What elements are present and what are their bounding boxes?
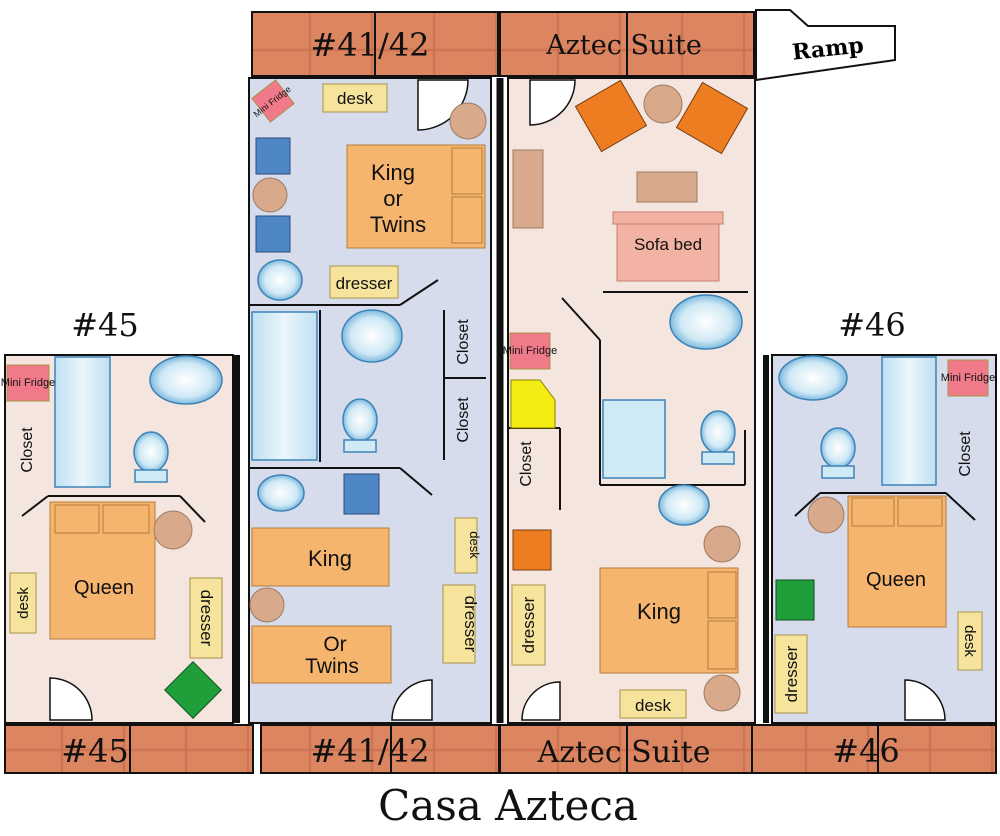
bed-label-king-or-twins-3: Twins xyxy=(370,212,426,237)
chair-green-2 xyxy=(775,579,815,621)
toilet-45 xyxy=(133,431,169,473)
chair-green-1 xyxy=(164,661,222,719)
tag-text-dresser-1: dresser xyxy=(336,274,393,293)
tag-dresser-1 xyxy=(329,265,399,299)
tag-text-fridge-4: Mini Fridge xyxy=(941,372,995,384)
chair-orange-1 xyxy=(574,79,648,153)
ramp: Ramp xyxy=(755,9,896,82)
sign-text-bottom-46: #46 xyxy=(832,732,900,770)
bath-fixtures xyxy=(54,259,937,526)
tag-desk-4 xyxy=(619,689,687,719)
chair-blue-3 xyxy=(343,473,380,515)
closet-wedge-aztec xyxy=(510,379,556,429)
chair-orange-2 xyxy=(675,81,749,155)
shower-4142 xyxy=(251,311,318,461)
beds xyxy=(49,144,947,684)
room-label-46: #46 xyxy=(838,306,906,344)
tag-fridge-4 xyxy=(947,359,989,397)
closet-label-2: Closet xyxy=(455,319,472,365)
tag-fridge-2 xyxy=(6,364,50,402)
tag-text-dresser-3: dresser xyxy=(197,590,216,647)
tag-text-dresser-2: dresser xyxy=(461,596,480,653)
bed-label-king-or-twins-2: or xyxy=(383,186,403,211)
sign-text-bottom-4142: #41/42 xyxy=(310,732,429,770)
door-46 xyxy=(904,679,946,721)
chairs xyxy=(164,79,815,719)
tag-text-desk-2: desk xyxy=(467,531,482,559)
doors xyxy=(49,79,946,721)
door-aztec-bottom xyxy=(521,681,561,721)
door-45 xyxy=(49,677,93,721)
bed-label-king-aztec: King xyxy=(637,599,681,624)
brick-signs xyxy=(4,11,997,774)
sink-4142-low xyxy=(257,474,305,512)
door-aztec-top xyxy=(529,79,576,126)
toilet-46 xyxy=(820,427,856,469)
walls xyxy=(4,77,997,724)
side-tables xyxy=(153,84,845,712)
bed-or-twins-4142 xyxy=(251,625,392,684)
tag-dresser-3 xyxy=(189,577,223,659)
room-label-45: #45 xyxy=(71,306,139,344)
bed-label-or-twins-1: Or xyxy=(323,633,346,656)
tag-text-desk-4: desk xyxy=(635,696,671,715)
tag-desk-3 xyxy=(9,572,37,634)
shower-aztec xyxy=(602,399,666,479)
sink-aztec-lower xyxy=(658,484,710,526)
bed-king-4142 xyxy=(251,527,390,587)
bed-label-or-twins-2: Twins xyxy=(305,655,359,678)
tag-desk-2 xyxy=(454,517,478,574)
sign-text-bottom-45: #45 xyxy=(61,732,129,770)
toilet-4142 xyxy=(342,398,378,442)
toilet-aztec xyxy=(700,410,736,454)
closet-label-4: Closet xyxy=(518,441,535,487)
sink-4142-mid xyxy=(341,309,403,363)
tag-dresser-2 xyxy=(442,584,476,664)
chair-blue-2 xyxy=(255,215,291,253)
sign-bottom-46 xyxy=(751,724,997,774)
sign-bottom-4142 xyxy=(260,724,500,774)
door-4142-bottom xyxy=(391,679,433,721)
sign-text-bottom-aztec: Aztec Suite xyxy=(537,735,711,770)
tag-text-desk-3: desk xyxy=(15,587,32,619)
sofa-bed-label: Sofa bed xyxy=(634,235,702,254)
bed-label-queen-45: Queen xyxy=(74,577,134,599)
furniture-tags xyxy=(6,79,989,719)
closet-label-5: Closet xyxy=(957,431,974,477)
tag-desk-5 xyxy=(957,611,983,671)
closet-label-3: Closet xyxy=(455,397,472,443)
bed-label-king-or-twins-1: King xyxy=(371,160,415,185)
bed-label-king-4142: King xyxy=(308,546,352,571)
sink-45 xyxy=(149,355,223,405)
tag-desk-1 xyxy=(322,83,388,113)
sink-aztec-upper xyxy=(669,294,743,350)
tag-dresser-4 xyxy=(511,584,546,666)
tag-text-fridge-3: Mini Fridge xyxy=(503,345,557,357)
sign-text-top-4142: #41/42 xyxy=(310,26,429,64)
bed-label-queen-46: Queen xyxy=(866,569,926,591)
tag-fridge-1 xyxy=(251,79,295,123)
chair-blue-1 xyxy=(255,137,291,175)
tub-45 xyxy=(54,356,111,488)
tag-text-dresser-4: dresser xyxy=(519,596,538,653)
sign-text-top-aztec: Aztec Suite xyxy=(545,30,702,61)
tag-text-desk-5: desk xyxy=(961,625,978,657)
sink-46 xyxy=(778,355,848,401)
sink-4142-top xyxy=(257,259,303,301)
tag-dresser-5 xyxy=(774,634,808,714)
tag-text-fridge-2: Mini Fridge xyxy=(1,377,55,389)
tag-text-dresser-5: dresser xyxy=(782,645,801,702)
tag-text-desk-1: desk xyxy=(337,89,373,108)
tub-46 xyxy=(881,356,937,486)
page-title: Casa Azteca xyxy=(378,781,638,830)
chair-orange-3 xyxy=(512,529,552,571)
closet-label-1: Closet xyxy=(19,427,36,473)
tag-fridge-3 xyxy=(509,332,551,370)
